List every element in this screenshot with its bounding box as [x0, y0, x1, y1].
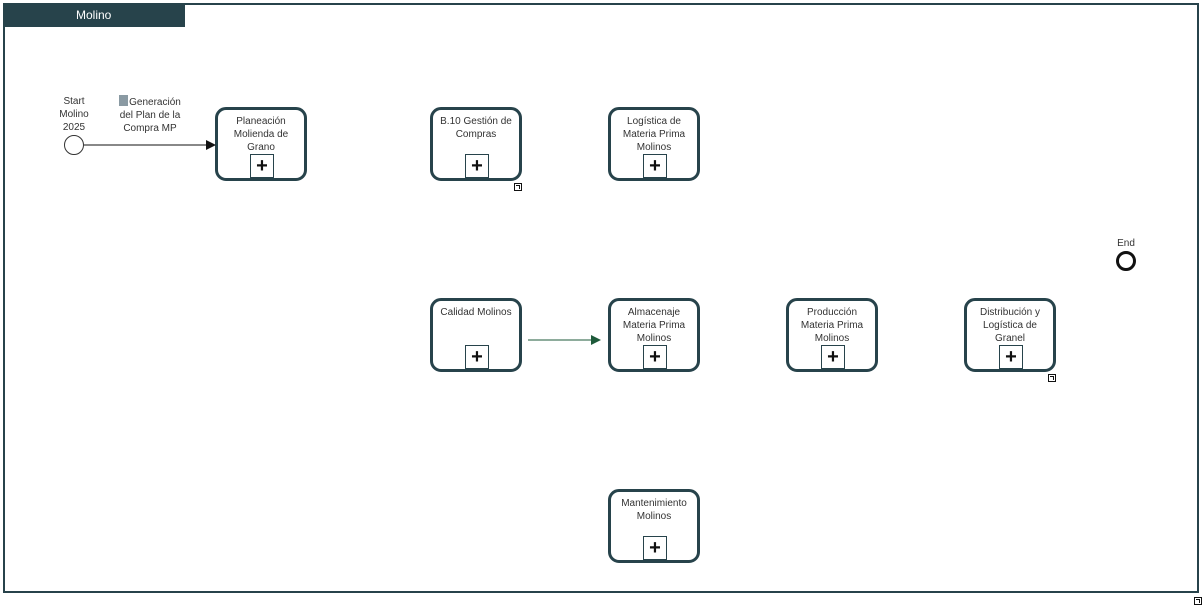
task-label: Logística de Materia Prima Molinos — [622, 116, 686, 153]
end-event-label: End — [1117, 238, 1135, 249]
task-almacenaje[interactable]: Almacenaje Materia Prima Molinos + — [608, 298, 700, 372]
expand-icon[interactable]: + — [250, 154, 274, 178]
task-label: Mantenimiento Molinos — [621, 498, 687, 522]
external-link-icon[interactable] — [1048, 374, 1056, 382]
expand-icon[interactable]: + — [643, 536, 667, 560]
task-label: Calidad Molinos — [440, 307, 512, 318]
task-label: Producción Materia Prima Molinos — [800, 307, 864, 344]
task-label: B.10 Gestión de Compras — [440, 116, 512, 140]
expand-icon[interactable]: + — [999, 345, 1023, 369]
start-event[interactable] — [64, 135, 84, 155]
start-event-label: Start Molino 2025 — [59, 96, 89, 133]
pool-link-icon[interactable] — [1194, 597, 1202, 605]
task-distribucion[interactable]: Distribución y Logística de Granel + — [964, 298, 1056, 372]
expand-icon[interactable]: + — [643, 154, 667, 178]
document-label: Generación del Plan de la Compra MP — [119, 97, 181, 134]
external-link-icon[interactable] — [514, 183, 522, 191]
pool-label: Molino — [3, 3, 185, 27]
task-gestion-compras[interactable]: B.10 Gestión de Compras + — [430, 107, 522, 181]
task-label: Almacenaje Materia Prima Molinos — [622, 307, 686, 344]
document-icon — [119, 95, 129, 106]
expand-icon[interactable]: + — [643, 345, 667, 369]
task-mantenimiento[interactable]: Mantenimiento Molinos + — [608, 489, 700, 563]
expand-icon[interactable]: + — [465, 154, 489, 178]
task-planeacion[interactable]: Planeación Molienda de Grano + — [215, 107, 307, 181]
document-annotation[interactable]: Generación del Plan de la Compra MP — [108, 95, 192, 135]
expand-icon[interactable]: + — [821, 345, 845, 369]
expand-icon[interactable]: + — [465, 345, 489, 369]
task-logistica-mp[interactable]: Logística de Materia Prima Molinos + — [608, 107, 700, 181]
task-produccion[interactable]: Producción Materia Prima Molinos + — [786, 298, 878, 372]
task-label: Distribución y Logística de Granel — [979, 307, 1041, 344]
task-calidad[interactable]: Calidad Molinos + — [430, 298, 522, 372]
task-label: Planeación Molienda de Grano — [233, 116, 289, 153]
end-event[interactable] — [1116, 251, 1136, 271]
